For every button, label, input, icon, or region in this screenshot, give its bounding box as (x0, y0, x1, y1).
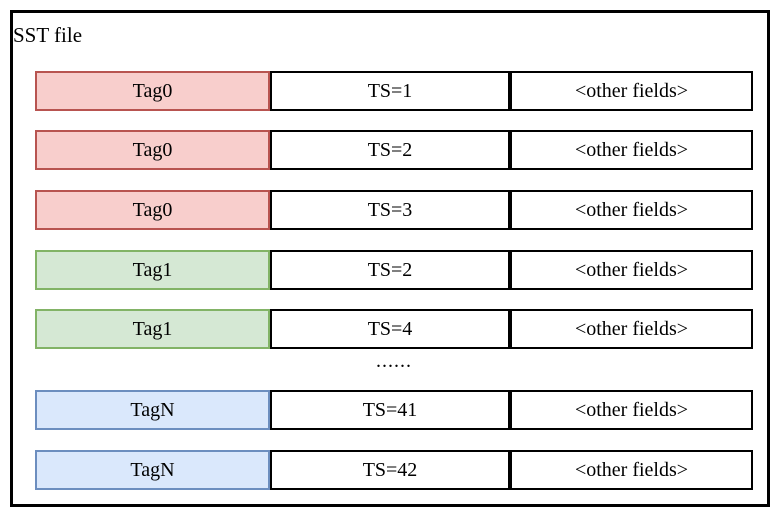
tag-cell: Tag0 (35, 190, 270, 230)
record-row: Tag1 TS=4 <other fields> (35, 309, 753, 349)
ts-cell: TS=42 (270, 450, 510, 490)
record-row: TagN TS=42 <other fields> (35, 450, 753, 490)
ellipsis: ...... (376, 350, 412, 372)
ts-cell: TS=1 (270, 71, 510, 111)
other-fields-cell: <other fields> (510, 130, 753, 170)
record-row: Tag1 TS=2 <other fields> (35, 250, 753, 290)
other-fields-cell: <other fields> (510, 309, 753, 349)
ts-cell: TS=2 (270, 130, 510, 170)
sst-file-title: SST file (13, 23, 83, 47)
tag-cell: Tag0 (35, 130, 270, 170)
record-row: TagN TS=41 <other fields> (35, 390, 753, 430)
record-row: Tag0 TS=1 <other fields> (35, 71, 753, 111)
record-row: Tag0 TS=2 <other fields> (35, 130, 753, 170)
ts-cell: TS=3 (270, 190, 510, 230)
sst-file-box: SST file Tag0 TS=1 <other fields> Tag0 T… (10, 10, 770, 507)
tag-cell: Tag1 (35, 309, 270, 349)
ts-cell: TS=4 (270, 309, 510, 349)
ts-cell: TS=2 (270, 250, 510, 290)
ts-cell: TS=41 (270, 390, 510, 430)
other-fields-cell: <other fields> (510, 450, 753, 490)
tag-cell: TagN (35, 450, 270, 490)
other-fields-cell: <other fields> (510, 71, 753, 111)
record-row: Tag0 TS=3 <other fields> (35, 190, 753, 230)
other-fields-cell: <other fields> (510, 190, 753, 230)
other-fields-cell: <other fields> (510, 250, 753, 290)
tag-cell: TagN (35, 390, 270, 430)
tag-cell: Tag0 (35, 71, 270, 111)
other-fields-cell: <other fields> (510, 390, 753, 430)
tag-cell: Tag1 (35, 250, 270, 290)
